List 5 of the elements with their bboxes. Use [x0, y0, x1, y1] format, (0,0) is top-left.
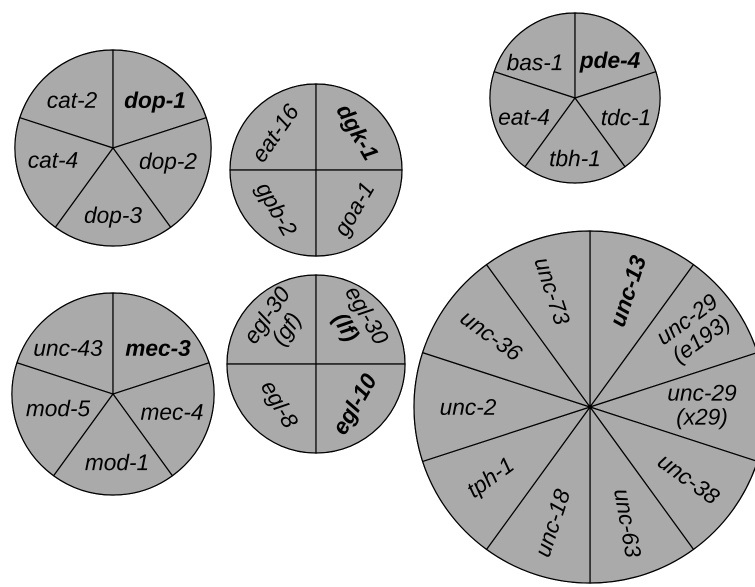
sector: unc-43 [16, 292, 114, 395]
sector: mec-3 [112, 292, 210, 395]
sector: cat-2 [19, 49, 114, 149]
sector: bas-1 [494, 12, 576, 99]
sector: dop-1 [112, 49, 207, 149]
